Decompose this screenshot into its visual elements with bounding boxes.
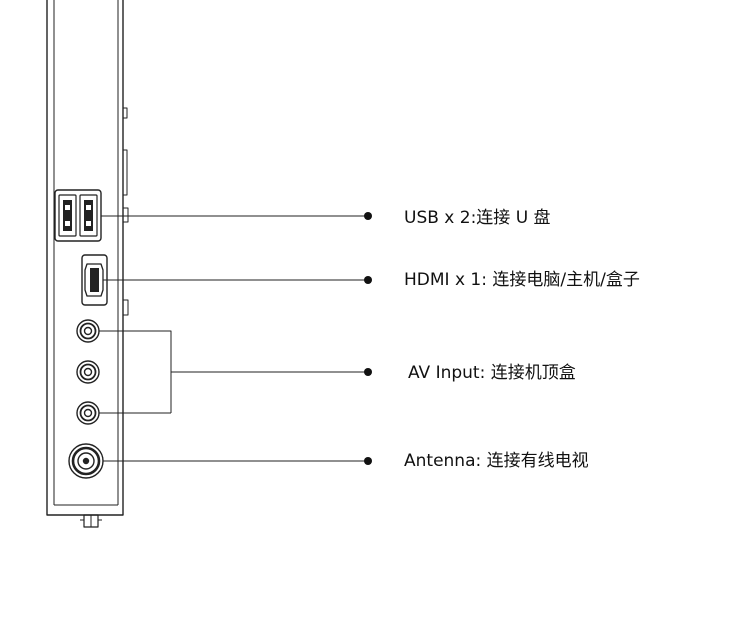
usb-bullet-dot bbox=[364, 212, 372, 220]
av-input-jack-icon-1 bbox=[76, 319, 100, 343]
antenna-connector-icon bbox=[68, 443, 104, 479]
av-bullet-dot bbox=[364, 368, 372, 376]
av-input-jack-icon-2 bbox=[76, 360, 100, 384]
antenna-bullet-dot bbox=[364, 457, 372, 465]
av-input-label: AV Input: 连接机顶盒 bbox=[408, 363, 576, 383]
usb-port-icon bbox=[54, 189, 102, 242]
av-input-jack-icon-3 bbox=[76, 401, 100, 425]
leader-lines bbox=[99, 215, 367, 462]
tv-side-panel bbox=[46, 0, 129, 528]
usb-port-label: USB x 2:连接 U 盘 bbox=[404, 208, 551, 228]
hdmi-bullet-dot bbox=[364, 276, 372, 284]
hdmi-port-label: HDMI x 1: 连接电脑/主机/盒子 bbox=[404, 270, 640, 290]
antenna-label: Antenna: 连接有线电视 bbox=[404, 451, 589, 471]
av-leader-line-1 bbox=[99, 330, 172, 413]
